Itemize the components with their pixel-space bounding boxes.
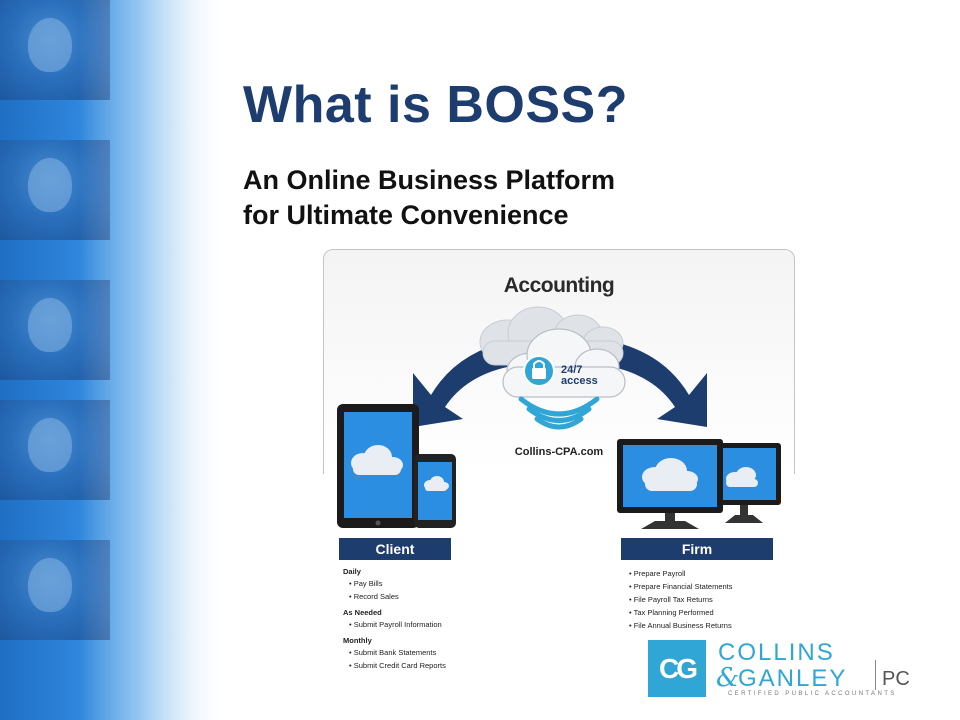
access-badge-line-2: access — [561, 375, 598, 387]
access-badge: 24/7 access — [561, 365, 598, 387]
diagram-heading: Accounting — [503, 274, 615, 297]
photo-strip — [0, 0, 225, 720]
logo-divider — [875, 660, 876, 690]
list-item: • Pay Bills — [349, 579, 383, 588]
firm-heading: Firm — [621, 538, 773, 560]
list-item: • Record Sales — [349, 592, 399, 601]
task-group-label: As Needed — [343, 608, 382, 617]
task-group-label: Monthly — [343, 636, 372, 645]
logo-tagline: CERTIFIED PUBLIC ACCOUNTANTS — [728, 691, 897, 697]
tablet-icon — [337, 404, 419, 528]
logo-ampersand: & — [716, 663, 740, 693]
list-item: • Submit Credit Card Reports — [349, 661, 446, 670]
slide-subtitle: An Online Business Platform for Ultimate… — [243, 163, 615, 233]
client-task-list: Daily • Pay Bills • Record Sales As Need… — [343, 567, 446, 672]
access-badge-line-1: 24/7 — [561, 364, 583, 376]
monitor-icon — [617, 439, 723, 529]
diagram-artwork — [337, 306, 781, 529]
monitor-icon — [711, 443, 781, 523]
phone-icon — [414, 454, 456, 528]
wifi-signal-icon — [518, 396, 600, 430]
logo-badge: CG — [648, 640, 706, 697]
list-item: • File Payroll Tax Returns — [629, 595, 713, 604]
list-item: • File Annual Business Returns — [629, 621, 732, 630]
firm-task-list: • Prepare Payroll • Prepare Financial St… — [629, 567, 733, 632]
client-heading: Client — [339, 538, 451, 560]
subtitle-line-2: for Ultimate Convenience — [243, 200, 569, 230]
list-item: • Submit Bank Statements — [349, 648, 437, 657]
company-logo: CG COLLINS & GANLEY PC CERTIFIED PUBLIC … — [648, 640, 920, 700]
website-url: Collins-CPA.com — [514, 446, 604, 458]
photo-fade — [0, 0, 225, 720]
list-item: • Submit Payroll Information — [349, 620, 442, 629]
list-item: • Prepare Financial Statements — [629, 582, 733, 591]
task-group-label: Daily — [343, 567, 361, 576]
slide-title: What is BOSS? — [243, 76, 628, 134]
logo-suffix: PC — [882, 668, 910, 690]
list-item: • Prepare Payroll — [629, 569, 686, 578]
accounting-diagram: Accounting 24/7 access Collins-CPA.com C… — [323, 249, 795, 672]
subtitle-line-1: An Online Business Platform — [243, 165, 616, 195]
list-item: • Tax Planning Performed — [629, 608, 714, 617]
logo-name-line-2: GANLEY — [738, 665, 848, 692]
logo-name-line-1: COLLINS — [718, 639, 835, 666]
lock-icon — [523, 355, 555, 387]
